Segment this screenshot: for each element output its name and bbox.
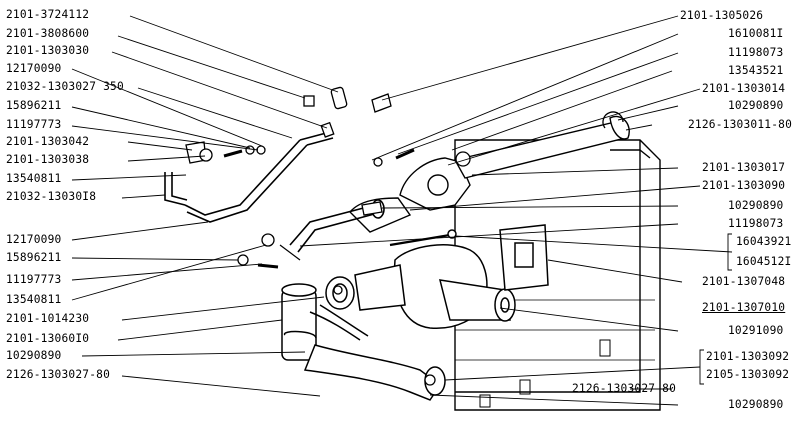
part-label: 10290890: [728, 99, 784, 112]
leader-lines: [71, 15, 733, 406]
thermostat-assembly: [349, 115, 630, 233]
part-label: 2101-1303014: [702, 82, 786, 95]
part-label: 2101-1303030: [6, 44, 90, 57]
water-pump: [325, 224, 549, 329]
part-label: 2101-1303038: [6, 153, 90, 166]
thermostat-and-hoses: [281, 283, 446, 401]
part-label: 2101-1303017: [702, 161, 786, 174]
part-label: 11197773: [6, 118, 62, 131]
part-label: 11198073: [728, 217, 784, 230]
part-label: 10290890: [728, 398, 784, 411]
part-label: 2101-1307048: [702, 275, 786, 288]
part-label: 2101-3724112: [6, 8, 90, 21]
bypass-pipe: [164, 131, 334, 223]
part-label: 1610081I: [728, 27, 784, 40]
part-label: 2101-1303092: [706, 350, 790, 363]
part-label: 2101-1303042: [6, 135, 90, 148]
part-label: 2126-1303027-80: [6, 368, 111, 381]
part-label: 21032-1303027 350: [6, 80, 124, 93]
part-label: 12170090: [6, 62, 62, 75]
part-label: 11197773: [6, 273, 62, 286]
part-label: 2101-1305026: [680, 9, 764, 22]
part-label: 13543521: [728, 64, 784, 77]
part-label: 12170090: [6, 233, 62, 246]
part-label: 2126-1303011-80: [688, 118, 793, 131]
part-label: 15896211: [6, 99, 62, 112]
part-label: 21032-13030I8: [6, 190, 97, 203]
part-label: 2101-1014230: [6, 312, 90, 325]
part-label: 11198073: [728, 46, 784, 59]
part-label: 10291090: [728, 324, 784, 337]
part-label: 13540811: [6, 293, 62, 306]
part-label: 15896211: [6, 251, 62, 264]
part-label: 2101-1307010: [702, 301, 786, 314]
part-label: 16043921: [736, 235, 792, 248]
part-label: 10290890: [6, 349, 62, 362]
part-label: 2101-3808600: [6, 27, 90, 40]
part-label: 1604512I: [736, 255, 792, 268]
part-label: 2101-13060I0: [6, 332, 90, 345]
part-label: 2105-1303092: [706, 368, 790, 381]
part-label: 13540811: [6, 172, 62, 185]
part-label: 2101-1303090: [702, 179, 786, 192]
part-label: 10290890: [728, 199, 784, 212]
fasteners: [185, 86, 624, 386]
part-label: 2126-1303027-80: [572, 382, 677, 395]
